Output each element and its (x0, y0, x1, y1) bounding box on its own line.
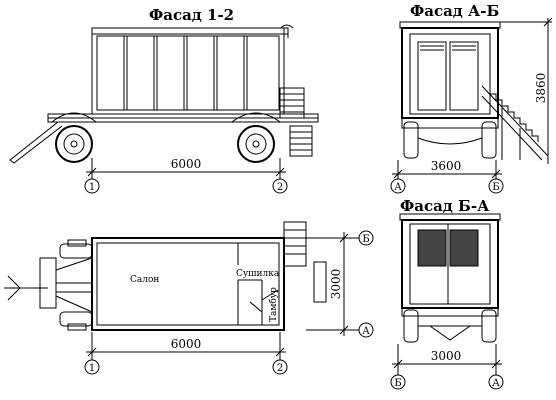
plan-width-label: 3000 (329, 269, 343, 300)
plan-width-dimension (306, 232, 360, 336)
ba-drawbar (428, 325, 472, 341)
plan-axis-2-label: 2 (277, 363, 283, 374)
plan-inner-wall (96, 242, 280, 326)
ba-axis-a-label: А (492, 378, 500, 389)
plan-axis-a-label: А (362, 326, 370, 337)
axis-1-marker (84, 178, 100, 194)
ba-window-left (417, 229, 447, 267)
facade-1-2-view: Фасад 1-2 (9, 6, 319, 194)
room-salon-label: Салон (130, 275, 159, 285)
ab-wheel-left (403, 121, 419, 159)
plan-view: Салон Сушилка Тамбур 6000 1 2 (4, 221, 374, 375)
side-stair-treads (280, 93, 304, 113)
plan-axis-1-marker (84, 359, 100, 375)
facade-b-a-title: Фасад Б-А (400, 197, 490, 215)
ab-panel (409, 33, 491, 115)
facade-b-a-view: Фасад Б-А 3000 Б А (390, 197, 504, 390)
plan-axis-b-label: Б (362, 234, 369, 245)
plan-partitions (237, 243, 279, 325)
side-body-inner (96, 35, 280, 111)
ab-axle (417, 137, 483, 145)
room-vestibule-label: Тамбур (268, 287, 279, 322)
ab-staircase (481, 85, 549, 161)
ab-width-label: 3600 (431, 159, 462, 173)
ba-axis-b-marker (390, 374, 406, 390)
plan-axis-1-label: 1 (89, 363, 95, 374)
ab-wheel-right (481, 121, 497, 159)
plan-length-dimension (86, 332, 286, 360)
ab-axis-a-marker (390, 178, 406, 194)
ba-wheel-left (403, 309, 419, 343)
side-length-label: 6000 (171, 157, 202, 171)
lower-stair-treads (290, 131, 312, 151)
ab-door-left (417, 41, 447, 111)
side-panels (123, 36, 248, 110)
side-body (91, 33, 285, 115)
plan-outer-wall (91, 237, 285, 331)
axis-2-label: 2 (277, 182, 283, 193)
ab-door-hatch (420, 45, 476, 51)
ba-axis-a-marker (488, 374, 504, 390)
side-length-dimension (86, 158, 286, 180)
ab-height-label: 3860 (534, 73, 548, 104)
ab-height-dimension (500, 17, 553, 164)
plan-side-box (313, 261, 327, 303)
plan-stair-treads (284, 229, 306, 255)
ab-door-right (449, 41, 479, 111)
ba-chassis (401, 307, 499, 317)
facade-a-b-title: Фасад А-Б (410, 2, 499, 20)
ba-axis-b-label: Б (394, 378, 401, 389)
axis-1-label: 1 (89, 182, 95, 193)
plan-axis-a-marker (358, 322, 374, 338)
plan-axis-2-marker (272, 359, 288, 375)
chimney-pipe (280, 24, 294, 38)
ab-axis-a-label: А (394, 182, 402, 193)
ab-axis-b-marker (488, 178, 504, 194)
plan-drawbar (4, 257, 93, 313)
ba-width-label: 3000 (431, 349, 462, 363)
plan-length-label: 6000 (171, 337, 202, 351)
ba-width-dimension (392, 344, 502, 376)
plan-axle-top (67, 239, 87, 247)
plan-axis-b-marker (358, 230, 374, 246)
ab-width-dimension (392, 160, 502, 182)
front-wheel (51, 112, 97, 163)
axis-2-marker (272, 178, 288, 194)
drawbar (9, 121, 63, 164)
ab-chassis (401, 117, 499, 129)
rear-wheel (231, 112, 281, 163)
plan-stairs (283, 221, 307, 267)
facade-1-2-title: Фасад 1-2 (149, 6, 234, 24)
lower-stair (289, 125, 313, 157)
side-roof (91, 27, 289, 35)
facade-a-b-view: Фасад А-Б 3860 (390, 2, 553, 194)
ba-wheel-right (481, 309, 497, 343)
ab-axis-b-label: Б (492, 182, 499, 193)
plan-axle-bottom (67, 323, 87, 331)
ba-panel (409, 223, 491, 305)
ba-window-right (449, 229, 479, 267)
room-dryer-label: Сушилка (236, 269, 280, 279)
